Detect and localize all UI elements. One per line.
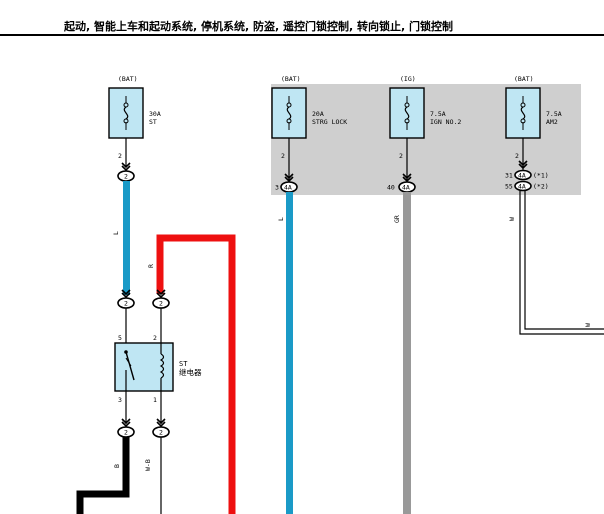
connector-am2-2-note: (*2) (533, 183, 549, 191)
relay-pin-5: 5 (118, 334, 122, 342)
connector-am2-2-pin: 55 (505, 183, 513, 191)
fuse-am2-source: (BAT) (514, 75, 534, 83)
connector-relay-in2-label: 2 (159, 300, 163, 308)
fuse-strg-lock: (BAT) 20A STRG LOCK 2 (271, 75, 347, 160)
wire-ign-gray (403, 192, 411, 514)
connector-relay-out3-label: 2 (124, 429, 128, 437)
relay-subtitle: 继电器 (179, 367, 202, 377)
connector-ign-label: 4A (402, 184, 410, 192)
fuse-am2-name: AM2 (546, 118, 558, 126)
connector-am2-1-pin: 31 (505, 172, 513, 180)
fuse-strg-pin: 2 (281, 152, 285, 160)
relay-pin-3: 3 (118, 396, 122, 404)
connector-am2-2-label: 4A (518, 183, 526, 191)
fuse-ign-pin: 2 (399, 152, 403, 160)
fuse-ign-source: (IG) (400, 75, 416, 83)
connector-am2-1-label: 4A (518, 172, 526, 180)
connector-relay-in5-label: 2 (124, 300, 128, 308)
fuse-ign-name: IGN NO.2 (430, 118, 461, 126)
fuse-ign-rating: 7.5A (430, 110, 446, 118)
relay-pin-2: 2 (153, 334, 157, 342)
wire-red-label: R (147, 264, 155, 268)
fuse-st-pin: 2 (118, 152, 122, 160)
wire-am2-outer (519, 191, 604, 335)
wire-st-blue-label: L (112, 231, 120, 235)
fuse-strg-rating: 20A (312, 110, 324, 118)
wire-st-blue (123, 181, 130, 295)
connector-st-out-label: 2 (124, 173, 128, 181)
page-title: 起动, 智能上车和起动系统, 停机系统, 防盗, 遥控门锁控制, 转向锁止, 门… (64, 20, 454, 33)
fuse-strg-source: (BAT) (281, 75, 301, 83)
wire-am2-label: W (508, 217, 516, 221)
connector-strg-pin: 3 (275, 184, 279, 192)
wire-wb-label: W-B (144, 459, 152, 471)
connector-am2-1-note: (*1) (533, 172, 549, 180)
connector-ign-pin: 40 (387, 184, 395, 192)
fuse-ign-no2: (IG) 7.5A IGN NO.2 2 (389, 75, 461, 160)
fuse-am2-rating: 7.5A (546, 110, 562, 118)
connector-am2-2 (514, 180, 532, 192)
header-rule (0, 34, 604, 36)
fuse-st-name: ST (149, 118, 157, 126)
wire-strg-blue (286, 192, 293, 514)
relay-pin-1: 1 (153, 396, 157, 404)
wire-strg-label: L (277, 217, 285, 221)
connector-am2-1 (514, 169, 532, 181)
wire-ign-label: GR (393, 215, 401, 223)
page-header: 起动, 智能上车和起动系统, 停机系统, 防盗, 遥控门锁控制, 转向锁止, 门… (0, 0, 604, 38)
relay-name: ST (179, 360, 188, 368)
fuse-am2-pin: 2 (515, 152, 519, 160)
connector-strg-label: 4A (284, 184, 292, 192)
wire-black-out (76, 437, 130, 514)
relay-st: 5 2 ST 继电器 3 1 (114, 334, 202, 404)
fuse-st: (BAT) 30A ST 2 (108, 75, 161, 160)
fuse-strg-name: STRG LOCK (312, 118, 347, 126)
fuse-st-rating: 30A (149, 110, 161, 118)
connector-relay-out1-label: 2 (159, 429, 163, 437)
fuse-st-source: (BAT) (118, 75, 138, 83)
wire-am2-inner (524, 191, 604, 330)
wire-am2-right-label: W (584, 323, 592, 327)
wire-red-feed (156, 234, 236, 514)
wire-black-label: B (113, 464, 121, 468)
